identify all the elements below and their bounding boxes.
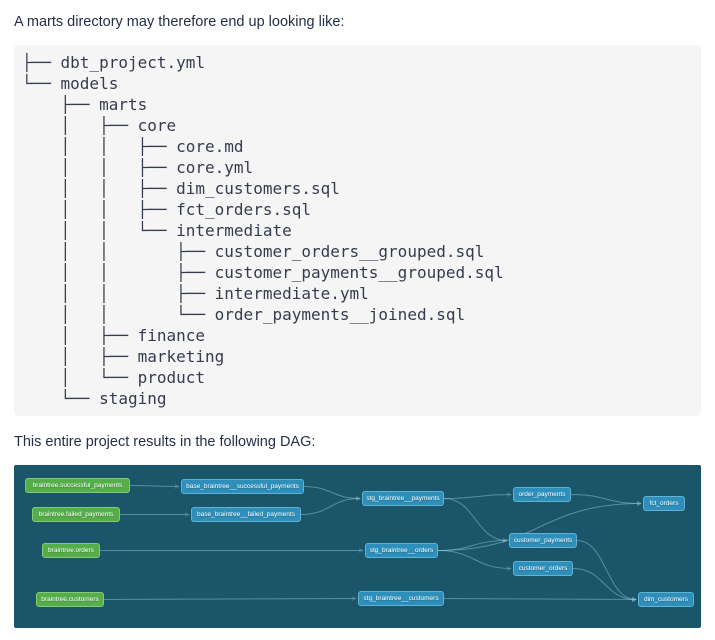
dag-node-src_failed_payments: braintree.failed_payments [32, 507, 120, 522]
dag-edge-stg_payments-to-order_payments [443, 492, 512, 499]
directory-tree-code-block: ├── dbt_project.yml └── models ├── marts… [14, 45, 701, 416]
intro-paragraph: A marts directory may therefore end up l… [14, 14, 345, 30]
dag-node-stg_payments: stg_braintree__payments [362, 491, 444, 506]
dag-node-order_payments: order_payments [513, 487, 571, 502]
dag-node-src_successful_payments: braintree.successful_payments [25, 478, 130, 493]
dag-node-src_customers: braintree.customers [36, 592, 104, 607]
dag-node-stg_customers: stg_braintree__customers [358, 591, 444, 606]
dag-edge-src_successful_payments-to-base_successful_payments [129, 483, 180, 489]
dag-node-dim_customers: dim_customers [638, 592, 694, 607]
dag-node-base_failed_payments: base_braintree__failed_payments [191, 507, 301, 522]
dag-node-stg_orders: stg_braintree__orders [365, 543, 438, 558]
dag-edge-customer_orders-to-dim_customers [572, 568, 637, 602]
dag-node-customer_orders: customer_orders [513, 561, 573, 576]
dag-node-fct_orders: fct_orders [643, 496, 685, 511]
dag-edge-base_successful_payments-to-stg_payments [303, 486, 361, 501]
dag-node-base_successful_payments: base_braintree__successful_payments [181, 479, 304, 494]
directory-tree-code: ├── dbt_project.yml └── models ├── marts… [22, 53, 504, 408]
dag-edge-stg_customers-to-dim_customers [443, 596, 637, 602]
dag-edge-stg_payments-to-customer_payments [443, 498, 508, 543]
dag-node-customer_payments: customer_payments [509, 533, 577, 548]
dag-edges-layer [99, 483, 642, 602]
dag-intro-paragraph: This entire project results in the follo… [14, 434, 316, 450]
dag-figure: braintree.successful_payments base_braint… [14, 465, 701, 628]
dag-edge-stg_orders-to-fct_orders [437, 501, 642, 551]
dag-edge-src_customers-to-stg_customers [103, 596, 357, 602]
dag-edge-stg_orders-to-customer_orders [437, 550, 512, 571]
dag-edge-stg_orders-to-customer_payments [437, 538, 508, 551]
dag-edge-base_failed_payments-to-stg_payments [300, 496, 361, 515]
dag-node-src_orders: braintree.orders [42, 543, 100, 558]
dag-edge-order_payments-to-fct_orders [570, 494, 642, 506]
dag-edge-customer_payments-to-dim_customers [576, 540, 637, 602]
